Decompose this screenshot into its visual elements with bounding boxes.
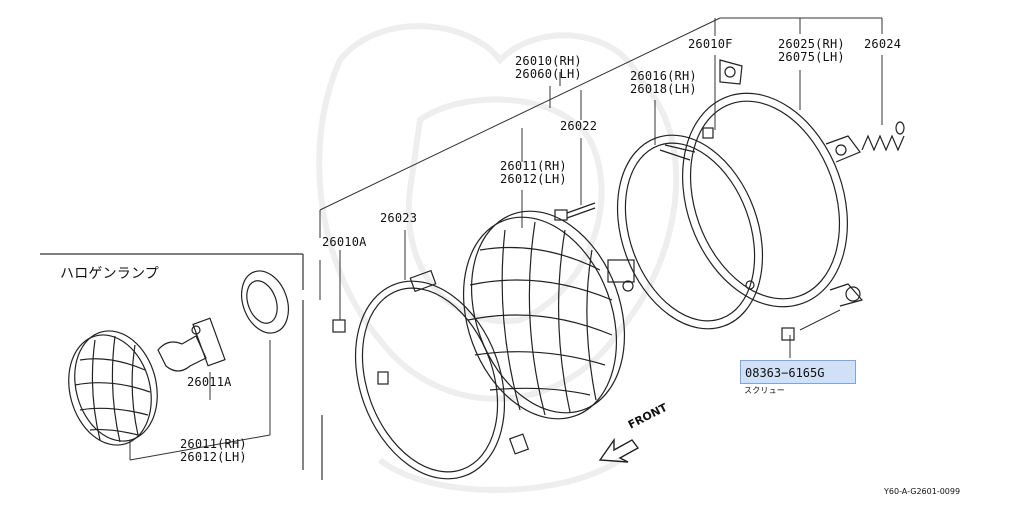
mounting-ring	[616, 134, 764, 330]
halogen-lamp-label: ハロゲンランプ	[60, 266, 159, 282]
label-26022: 26022	[560, 119, 598, 133]
label-26025: 26025(RH) 26075(LH)	[778, 37, 845, 64]
halogen-lens	[68, 330, 158, 446]
halogen-bulb	[157, 317, 226, 372]
label-26024: 26024	[864, 37, 902, 51]
sealed-beam-lens	[462, 210, 635, 420]
watermark-emblem	[316, 23, 680, 493]
label-26016: 26016(RH) 26018(LH)	[630, 69, 697, 96]
label-26010A: 26010A	[322, 235, 367, 249]
headlamp-housing	[682, 59, 864, 308]
label-26010F: 26010F	[688, 37, 733, 51]
front-arrow-icon	[598, 437, 640, 463]
highlighted-part-box[interactable]: 08363−6165G	[740, 360, 856, 384]
label-26010: 26010(RH) 26060(LH)	[515, 54, 582, 81]
halogen-socket	[241, 270, 289, 334]
reference-code: Y60-A-G2601-0099	[884, 487, 961, 496]
retaining-ring	[354, 269, 530, 480]
label-26011A: 26011A	[187, 375, 232, 389]
label-26011: 26011(RH) 26012(LH)	[500, 159, 567, 186]
label-26023: 26023	[380, 211, 418, 225]
highlighted-part-subtitle: スクリュー	[744, 386, 785, 395]
inset-border	[40, 253, 323, 480]
highlighted-part-number[interactable]: 08363−6165G	[745, 366, 825, 380]
adjuster-spring	[861, 121, 905, 152]
screws	[332, 127, 795, 341]
leader-lines	[129, 17, 883, 461]
label-26011-lower: 26011(RH) 26012(LH)	[180, 437, 247, 464]
